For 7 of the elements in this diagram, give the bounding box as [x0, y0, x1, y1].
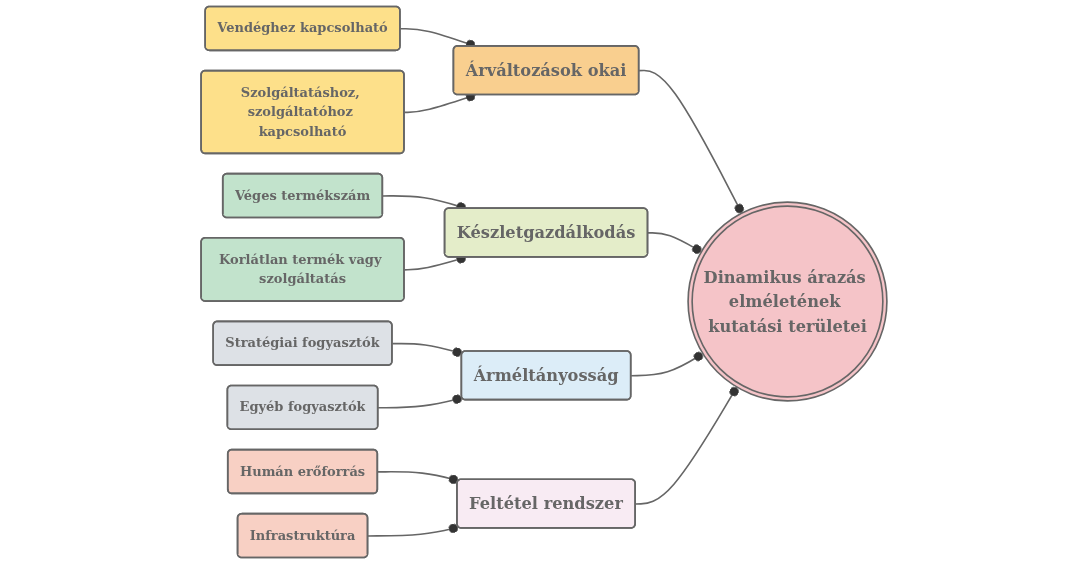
- connector: [367, 523, 460, 537]
- connector: [638, 69, 745, 214]
- node-circle: Dinamikus árazás elméletének kutatási területei: [687, 201, 888, 402]
- connector: [391, 342, 464, 358]
- connector: [647, 232, 703, 255]
- connector: [630, 351, 704, 377]
- connector: [377, 394, 464, 409]
